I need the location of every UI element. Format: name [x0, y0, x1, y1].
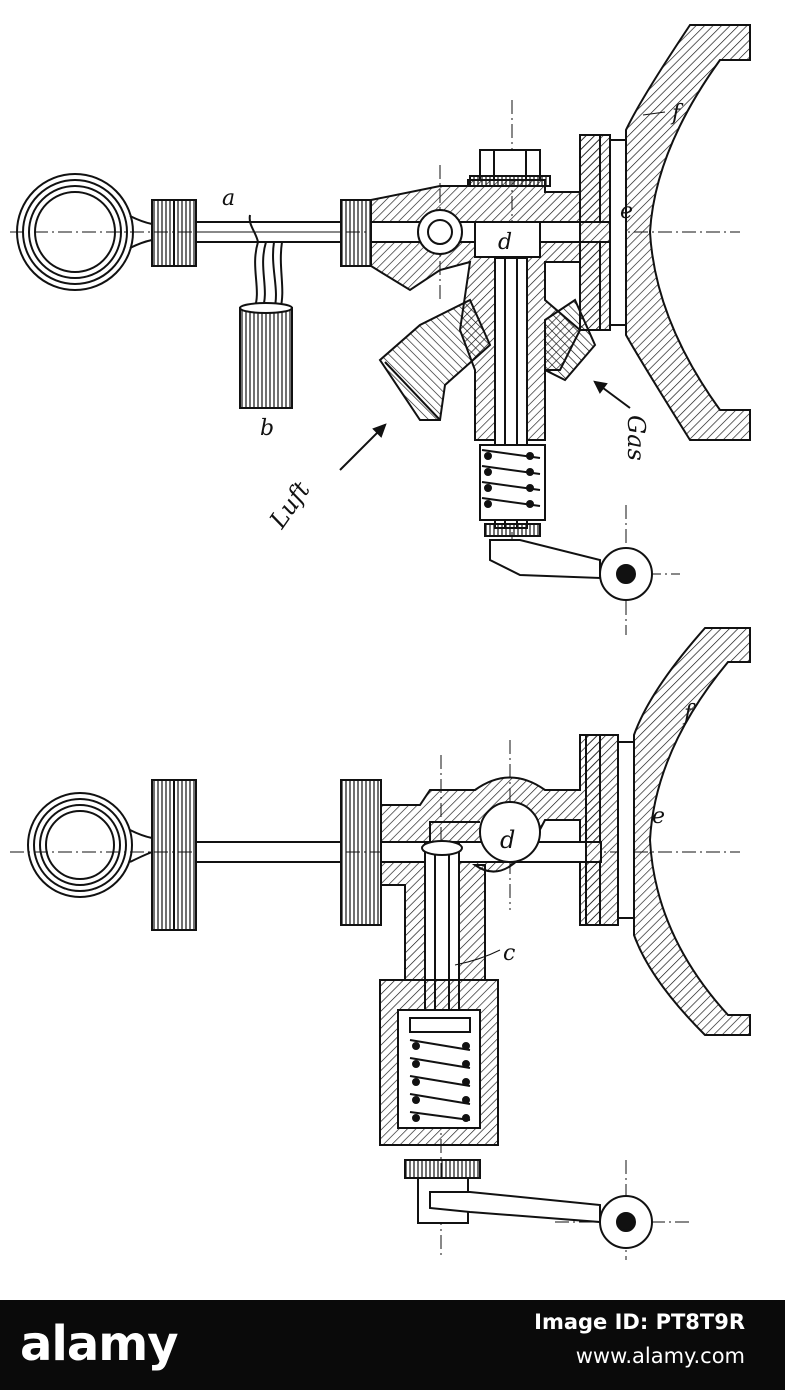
- label-luft: Luft: [263, 476, 315, 534]
- wick-holder: [239, 214, 293, 409]
- technical-drawing: a b d e f Luft Gas: [10, 24, 751, 1260]
- spring-upper: [479, 444, 546, 521]
- spring-lower: [409, 1039, 471, 1122]
- site-url-text: www.alamy.com: [575, 1344, 745, 1368]
- label-b: b: [260, 416, 274, 441]
- upper-valve-figure: [10, 24, 751, 635]
- lower-valve-figure: [10, 627, 751, 1260]
- label-d-upper: d: [498, 230, 512, 255]
- label-d-lower: d: [500, 826, 515, 854]
- ring-handle-lower: [27, 792, 153, 898]
- label-c: c: [503, 941, 515, 966]
- ring-handle: [16, 173, 153, 291]
- watermark-bar: alamy Image ID: PT8T9R www.alamy.com: [0, 1300, 785, 1390]
- label-gas: Gas: [622, 415, 650, 461]
- label-e-lower: e: [652, 804, 665, 829]
- image-id-text: Image ID: PT8T9R: [534, 1310, 745, 1334]
- label-e-upper: e: [620, 199, 633, 224]
- label-a: a: [222, 186, 235, 211]
- alamy-logo: alamy: [20, 1316, 179, 1372]
